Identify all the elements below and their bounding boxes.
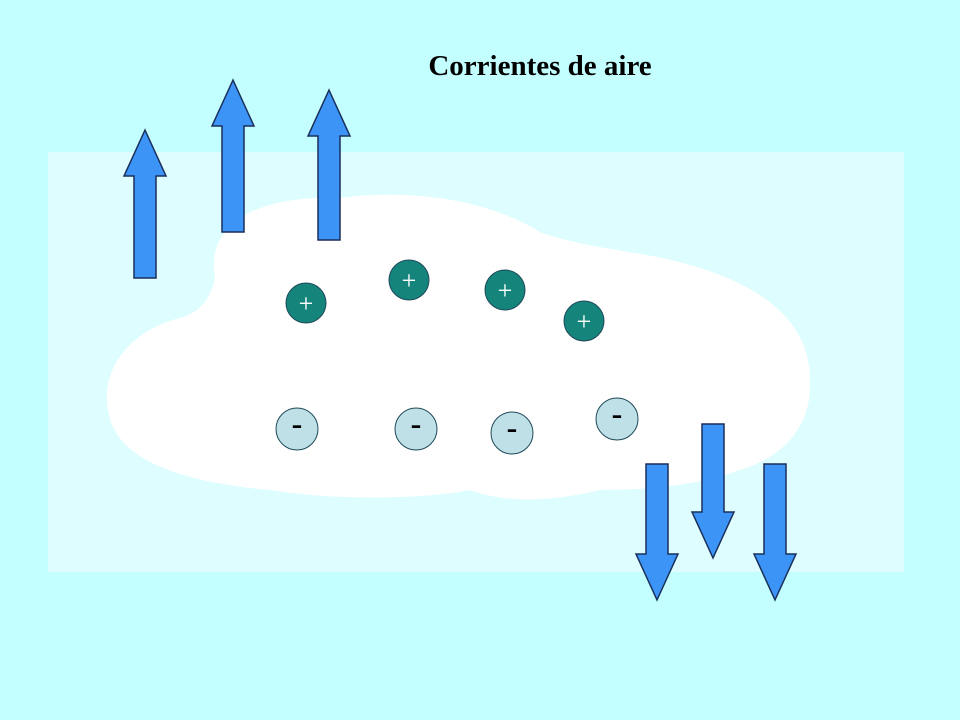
positive-charge: + bbox=[285, 282, 327, 324]
positive-charge: + bbox=[563, 300, 605, 342]
positive-charge: + bbox=[484, 269, 526, 311]
updraft-arrow bbox=[122, 128, 168, 279]
negative-charge: - bbox=[490, 409, 534, 455]
negative-charge-symbol: - bbox=[507, 409, 518, 445]
positive-charge: + bbox=[388, 259, 430, 301]
positive-charge-symbol: + bbox=[498, 276, 513, 305]
negative-charge-symbol: - bbox=[612, 395, 623, 431]
negative-charge: - bbox=[275, 405, 319, 451]
negative-charge-symbol: - bbox=[292, 405, 303, 441]
downdraft-arrows bbox=[634, 423, 798, 602]
negative-charge: - bbox=[595, 395, 639, 441]
positive-charges: + + + + bbox=[285, 259, 605, 342]
updraft-arrows bbox=[122, 78, 352, 279]
positive-charge-symbol: + bbox=[402, 266, 417, 295]
updraft-arrow bbox=[306, 88, 352, 241]
slide-title: Corrientes de aire bbox=[428, 50, 652, 82]
negative-charges: - - - - bbox=[275, 395, 639, 455]
negative-charge-symbol: - bbox=[411, 405, 422, 441]
downdraft-arrow bbox=[634, 463, 680, 602]
downdraft-arrow bbox=[752, 463, 798, 602]
updraft-arrow bbox=[210, 78, 256, 233]
positive-charge-symbol: + bbox=[577, 307, 592, 336]
positive-charge-symbol: + bbox=[299, 289, 314, 318]
negative-charge: - bbox=[394, 405, 438, 451]
downdraft-arrow bbox=[690, 423, 736, 560]
